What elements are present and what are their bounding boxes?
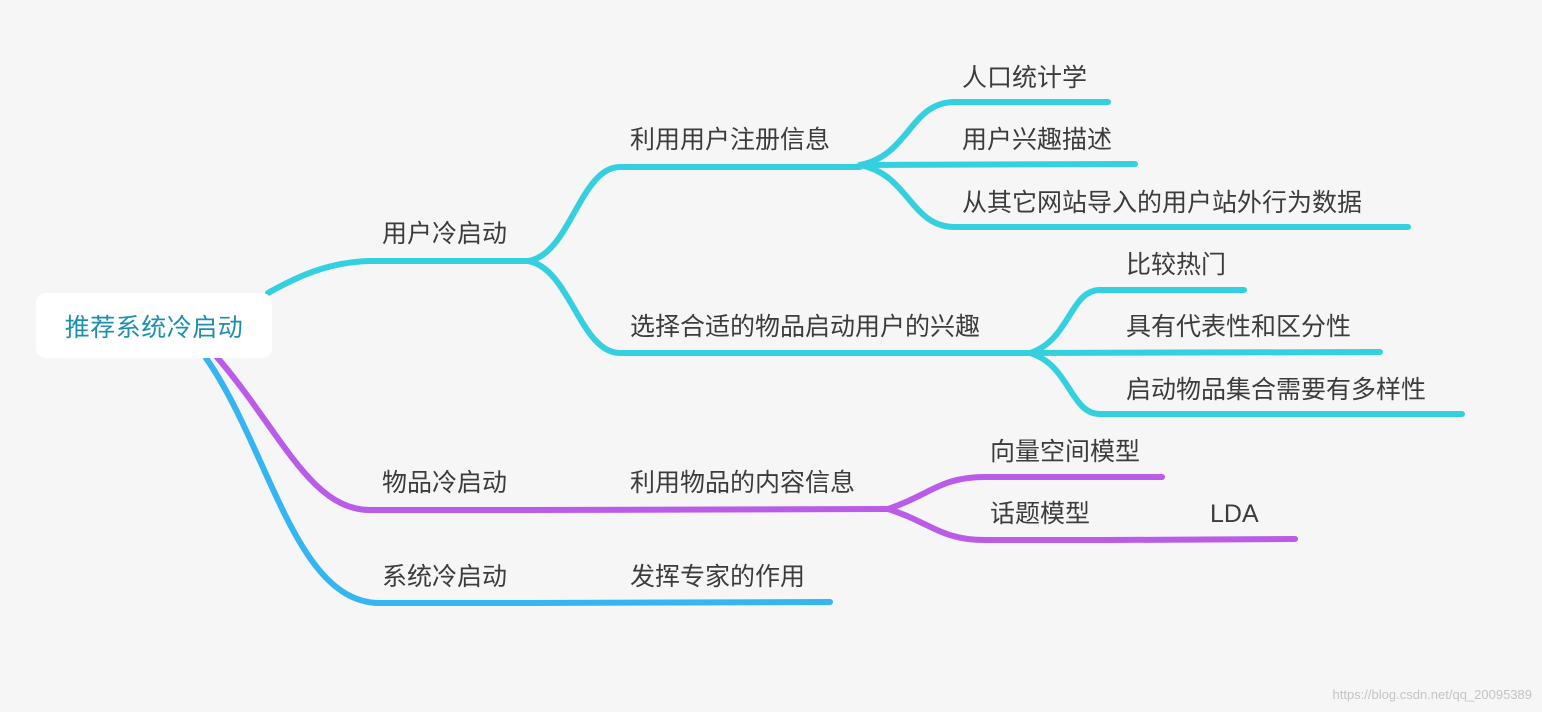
connector-user-choose — [525, 258, 1033, 356]
connector-root-user — [265, 258, 531, 296]
connector-root-system — [203, 355, 531, 606]
root-node[interactable]: 推荐系统冷启动 — [36, 293, 272, 358]
node-choose-items[interactable]: 选择合适的物品启动用户的兴趣 — [630, 312, 981, 341]
connector-system-expert — [525, 599, 833, 606]
node-demographics[interactable]: 人口统计学 — [962, 63, 1088, 92]
root-label: 推荐系统冷启动 — [64, 312, 244, 342]
connector-user-register — [525, 164, 863, 264]
node-item-cold-start[interactable]: 物品冷启动 — [382, 468, 508, 497]
connector-register-interest — [857, 161, 1138, 168]
node-vector-space-model[interactable]: 向量空间模型 — [990, 437, 1141, 466]
node-lda[interactable]: LDA — [1210, 500, 1259, 528]
connector-item-content — [525, 506, 891, 513]
connector-register-external — [857, 162, 1411, 230]
node-user-cold-start[interactable]: 用户冷启动 — [382, 219, 508, 248]
connector-content-vsm — [885, 474, 1165, 512]
node-representative[interactable]: 具有代表性和区分性 — [1126, 312, 1352, 341]
connector-choose-representative — [1027, 349, 1383, 356]
node-diversity[interactable]: 启动物品集合需要有多样性 — [1126, 375, 1427, 404]
node-system-cold-start[interactable]: 系统冷启动 — [382, 562, 508, 591]
connector-choose-popular — [1027, 287, 1247, 356]
node-register-info[interactable]: 利用用户注册信息 — [630, 125, 831, 154]
node-popular[interactable]: 比较热门 — [1126, 250, 1227, 279]
connector-choose-diversity — [1027, 350, 1465, 417]
node-external-behavior-data[interactable]: 从其它网站导入的用户站外行为数据 — [962, 188, 1363, 217]
node-content-info[interactable]: 利用物品的内容信息 — [630, 468, 856, 497]
connector-register-demographics — [857, 99, 1111, 168]
connector-root-item — [213, 353, 531, 513]
node-topic-model[interactable]: 话题模型 — [990, 499, 1091, 528]
connector-topic-lda — [1105, 536, 1298, 543]
connector-content-topic — [885, 506, 1111, 543]
node-expert[interactable]: 发挥专家的作用 — [630, 562, 806, 591]
watermark-text: https://blog.csdn.net/qq_20095389 — [1332, 687, 1533, 702]
node-interest-description[interactable]: 用户兴趣描述 — [962, 125, 1113, 154]
